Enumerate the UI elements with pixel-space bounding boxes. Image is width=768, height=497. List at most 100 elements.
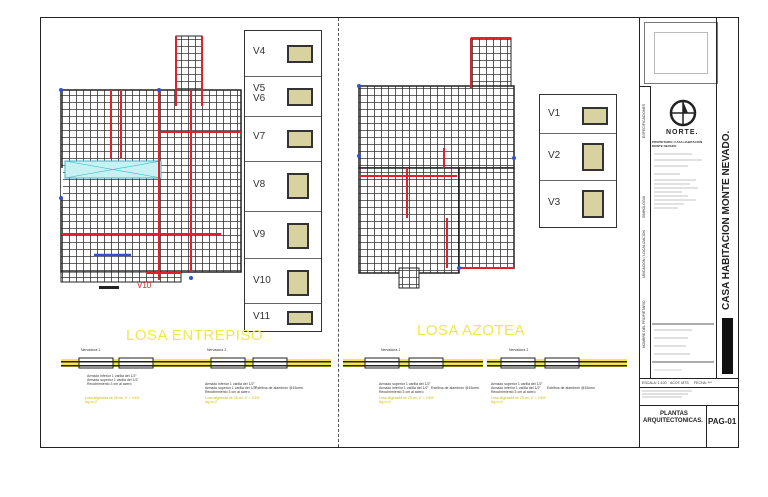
detail-section-drawing <box>61 357 201 369</box>
side-label: NOMBRE DEL PROPIETARIO <box>642 300 646 348</box>
beam-schedule-right: V1 V2 V3 <box>539 94 617 228</box>
beam-section-icon <box>582 143 604 171</box>
sheet-divider <box>338 18 339 447</box>
beam-section-icon <box>287 130 313 148</box>
detail-foot: Ag=x=2 <box>379 400 392 404</box>
detail-caption: Nervadura 2 <box>207 348 227 352</box>
detail-foot: Losa aligerada de 25 cm, E = 3.5% <box>491 396 546 400</box>
detail-note: Recubrimiento 3 cm al acero <box>205 390 250 394</box>
black-band <box>722 318 733 374</box>
beam-label: V5 V6 <box>253 83 266 104</box>
notes-heading: PROPIETARIO: CASA HABITACION MONTE NEVAD… <box>652 140 703 148</box>
project-band <box>716 18 740 378</box>
beam-row: V7 <box>245 116 321 162</box>
title-block-top-frame <box>644 22 718 84</box>
detail-note: Armado inferior 1 varilla del 1/2" <box>491 386 541 390</box>
beam-label: V4 <box>253 46 266 57</box>
detail-note: Armado superior 1 varilla del 1/2" <box>379 382 431 386</box>
beam-row: V10 <box>245 258 321 304</box>
detail-foot: Losa aligerada de 25 cm, E = 3.5% <box>379 396 434 400</box>
detail-foot: Ag=x=2 <box>491 400 504 404</box>
beam-label: V3 <box>548 197 561 208</box>
detail-section-drawing <box>201 357 331 369</box>
detail-note: Armado inferior 1 varilla del 1/2" <box>87 374 137 378</box>
detail-caption: Nervadura 2 <box>509 348 529 352</box>
beam-section-icon <box>287 45 313 63</box>
dim-label: ACOT: MTS <box>670 381 689 385</box>
beam-row: V8 <box>245 161 321 212</box>
beam-row: V4 <box>245 31 321 77</box>
left-panel: V10 V4 V5 V6 V7 V8 V9 <box>41 18 338 447</box>
scale-label: ESCALA: 1:100 <box>642 381 667 385</box>
date-label: FECHA: *** <box>694 381 712 385</box>
beam-row: V5 V6 <box>245 76 321 117</box>
beam-label: V1 <box>548 108 561 119</box>
row-divider <box>640 405 739 406</box>
detail-note: Armado superior 1 varilla del 1/2" <box>87 378 139 382</box>
beam-section-icon <box>287 311 313 325</box>
drawing-sheet: V10 V4 V5 V6 V7 V8 V9 <box>40 17 739 448</box>
detail-note: Armado inferior 1 varilla del 1/2" <box>379 386 429 390</box>
detail-stirrup: Estribos de alambrón @15cms <box>255 386 303 390</box>
plan-bottom-label: V10 <box>137 281 152 290</box>
bottom-notes-lines <box>642 390 692 398</box>
bottom-title-row: ESCALA: 1:100 ACOT: MTS FECHA: *** PLANT… <box>640 378 739 448</box>
title-block-side-column <box>640 86 651 379</box>
beam-section-icon <box>287 88 313 106</box>
north-label: NORTE. <box>666 129 699 136</box>
detail-foot: Losa aligerada de 25 cm, E = 3.5% <box>205 396 260 400</box>
detail-caption: Nervadura 1 <box>81 348 101 352</box>
detail-section-drawing <box>487 357 627 369</box>
sheet-title-line1: PLANTAS <box>660 411 688 417</box>
beam-label: V8 <box>253 179 266 190</box>
detail-note: Armado superior 1 varilla del 1/2" <box>205 386 257 390</box>
row-divider <box>640 387 739 388</box>
beam-label: V11 <box>253 311 271 322</box>
detail-note: Armado superior 1 varilla del 1/2" <box>491 382 543 386</box>
beam-section-icon <box>582 107 608 125</box>
beam-section-icon <box>287 270 309 296</box>
col-divider <box>706 405 707 448</box>
losa-azotea-plan <box>357 37 516 289</box>
detail-caption: Nervadura 1 <box>381 348 401 352</box>
beam-row: V3 <box>540 180 616 227</box>
project-title-vertical: CASA HABITACION MONTE NEVADO. <box>721 130 732 310</box>
side-label: SIMBOLOGIA <box>642 196 646 218</box>
beam-section-icon <box>582 190 604 218</box>
detail-stirrup: Estribos de alambrón @15cms <box>431 386 479 390</box>
beam-row: V1 <box>540 95 616 134</box>
detail-note: Recubrimiento 3 cm al acero <box>491 390 536 394</box>
detail-note: Recubrimiento 3 cm al acero <box>379 390 424 394</box>
detail-nervadura-left-1: Nervadura 1 Armado inferior 1 varilla de… <box>61 348 201 418</box>
beam-label: V2 <box>548 150 561 161</box>
detail-nervadura-left-2: Nervadura 2 Armado inferior 1 varilla de… <box>201 348 331 418</box>
detail-section-drawing <box>343 357 483 369</box>
beam-section-icon <box>287 223 309 249</box>
notes-area: PROPIETARIO: CASA HABITACION MONTE NEVAD… <box>652 140 714 376</box>
beam-row: V9 <box>245 211 321 259</box>
detail-nervadura-right-1: Nervadura 1 Armado superior 1 varilla de… <box>343 348 483 418</box>
beam-label: V10 <box>253 275 271 286</box>
detail-foot: Losa aligerada de 25 cm, E = 3.5% <box>85 396 140 400</box>
plan-title-entrepiso: LOSA ENTREPISO <box>126 327 264 344</box>
detail-nervadura-right-2: Nervadura 2 Armado superior 1 varilla de… <box>487 348 627 418</box>
title-block-top-inner <box>654 32 708 74</box>
page-number: PAG-01 <box>708 417 737 426</box>
title-block: ESPECIFICACIONES SIMBOLOGIA UBICACION / … <box>639 18 740 448</box>
detail-note: Recubrimiento 3 cm al acero <box>87 382 132 386</box>
detail-stirrup: Estribos de alambrón @15cms <box>547 386 595 390</box>
detail-foot: Ag=x=2 <box>205 400 218 404</box>
beam-section-icon <box>287 173 309 199</box>
plan-title-azotea: LOSA AZOTEA <box>417 322 526 339</box>
sheet-title-line2: ARQUITECTONICAS. <box>643 418 703 424</box>
beam-label: V9 <box>253 229 266 240</box>
beam-schedule-left: V4 V5 V6 V7 V8 V9 V10 <box>244 30 322 332</box>
detail-note: Armado inferior 1 varilla del 1/2" <box>205 382 255 386</box>
right-panel: V1 V2 V3 LOSA AZOTEA Nervadura 1 Ar <box>339 18 639 447</box>
beam-row: V11 <box>245 303 321 331</box>
notes-lines <box>652 153 714 371</box>
side-label: UBICACION / LOCALIZACION <box>642 229 646 278</box>
side-label: ESPECIFICACIONES <box>642 103 646 138</box>
losa-entrepiso-plan <box>59 35 242 289</box>
beam-row: V2 <box>540 133 616 181</box>
